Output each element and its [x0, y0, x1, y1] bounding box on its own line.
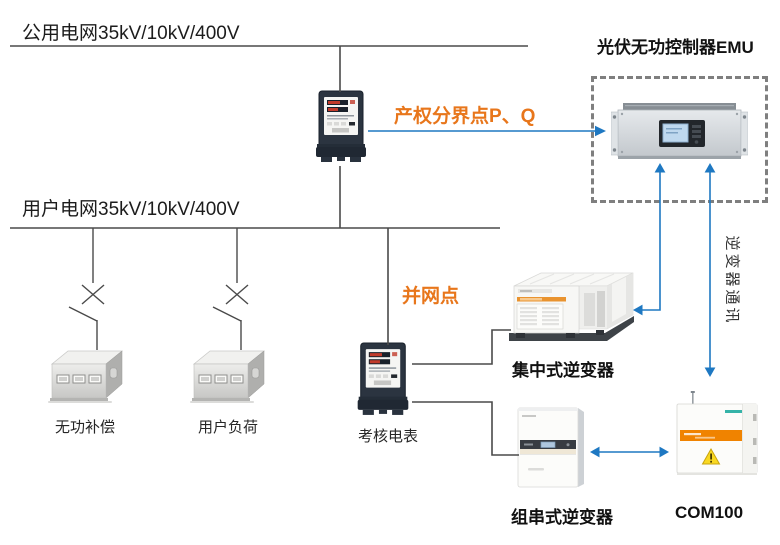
arrow-left-icon	[590, 446, 600, 458]
arrow-left-icon	[633, 304, 643, 316]
user-load-icon	[190, 350, 266, 403]
emu-device-icon	[611, 103, 748, 159]
arrow-right-icon	[659, 446, 669, 458]
label-grid-connection-point: 并网点	[402, 286, 460, 307]
com100-icon	[676, 391, 758, 475]
label-reactive-compensation: 无功补偿	[55, 419, 116, 436]
label-user-load: 用户负荷	[198, 419, 259, 436]
label-property-boundary-point: 产权分界点P、Q	[394, 106, 536, 127]
reactive-compensation-icon	[48, 350, 124, 403]
label-com100: COM100	[675, 503, 744, 522]
label-central-inverter: 集中式逆变器	[512, 361, 614, 380]
emu-title: 光伏无功控制器EMU	[597, 38, 754, 57]
meter-to-string-inverter-wire	[412, 401, 519, 456]
central-inverter-icon	[509, 272, 634, 341]
arrow-down-icon	[704, 367, 716, 377]
grid-meter-icon	[316, 90, 366, 162]
emu-to-central-inverter-comm-line	[637, 171, 661, 311]
switch-icon	[68, 228, 105, 350]
label-string-inverter: 组串式逆变器	[511, 508, 613, 527]
switch-icon	[212, 228, 249, 350]
arrow-right-icon	[595, 125, 606, 137]
assessment-meter-icon	[357, 342, 409, 415]
arrow-up-icon	[654, 163, 666, 173]
emu-dashed-boundary	[591, 76, 768, 203]
meter-to-central-inverter-wire	[412, 329, 511, 365]
string-inverter-icon	[517, 407, 584, 488]
label-assessment-meter: 考核电表	[358, 428, 419, 445]
label-inverter-comm-vertical: 逆变器通讯	[723, 235, 741, 326]
bus-label-user-grid: 用户电网35kV/10kV/400V	[22, 199, 240, 220]
bus-label-public-grid: 公用电网35kV/10kV/400V	[22, 23, 240, 44]
arrow-up-icon	[704, 163, 716, 173]
